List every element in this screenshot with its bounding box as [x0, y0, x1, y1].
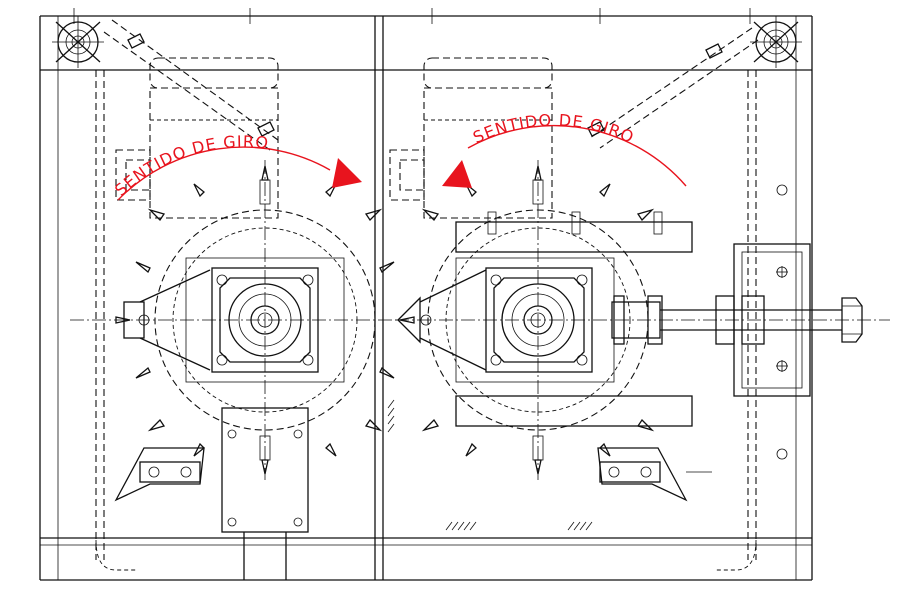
hinge-left	[52, 16, 104, 68]
hinge-right	[750, 16, 802, 68]
rotation-annotation-right: SENTIDO DE GIRO	[442, 110, 687, 188]
rotation-arrow-left-icon	[332, 158, 362, 188]
rotation-label-right: SENTIDO DE GIRO	[470, 110, 637, 147]
outer-frame	[39, 8, 813, 581]
diagonal-braces	[103, 19, 759, 151]
frame-uprights	[95, 70, 757, 571]
hatching	[387, 399, 593, 531]
rotor-left	[70, 160, 415, 580]
motor-left	[115, 57, 279, 219]
center-divider	[374, 16, 384, 580]
rotation-label-left: SENTIDO DE GIRO	[111, 132, 270, 200]
rotation-arrow-right-icon	[442, 160, 472, 188]
rotor-right	[395, 160, 890, 502]
